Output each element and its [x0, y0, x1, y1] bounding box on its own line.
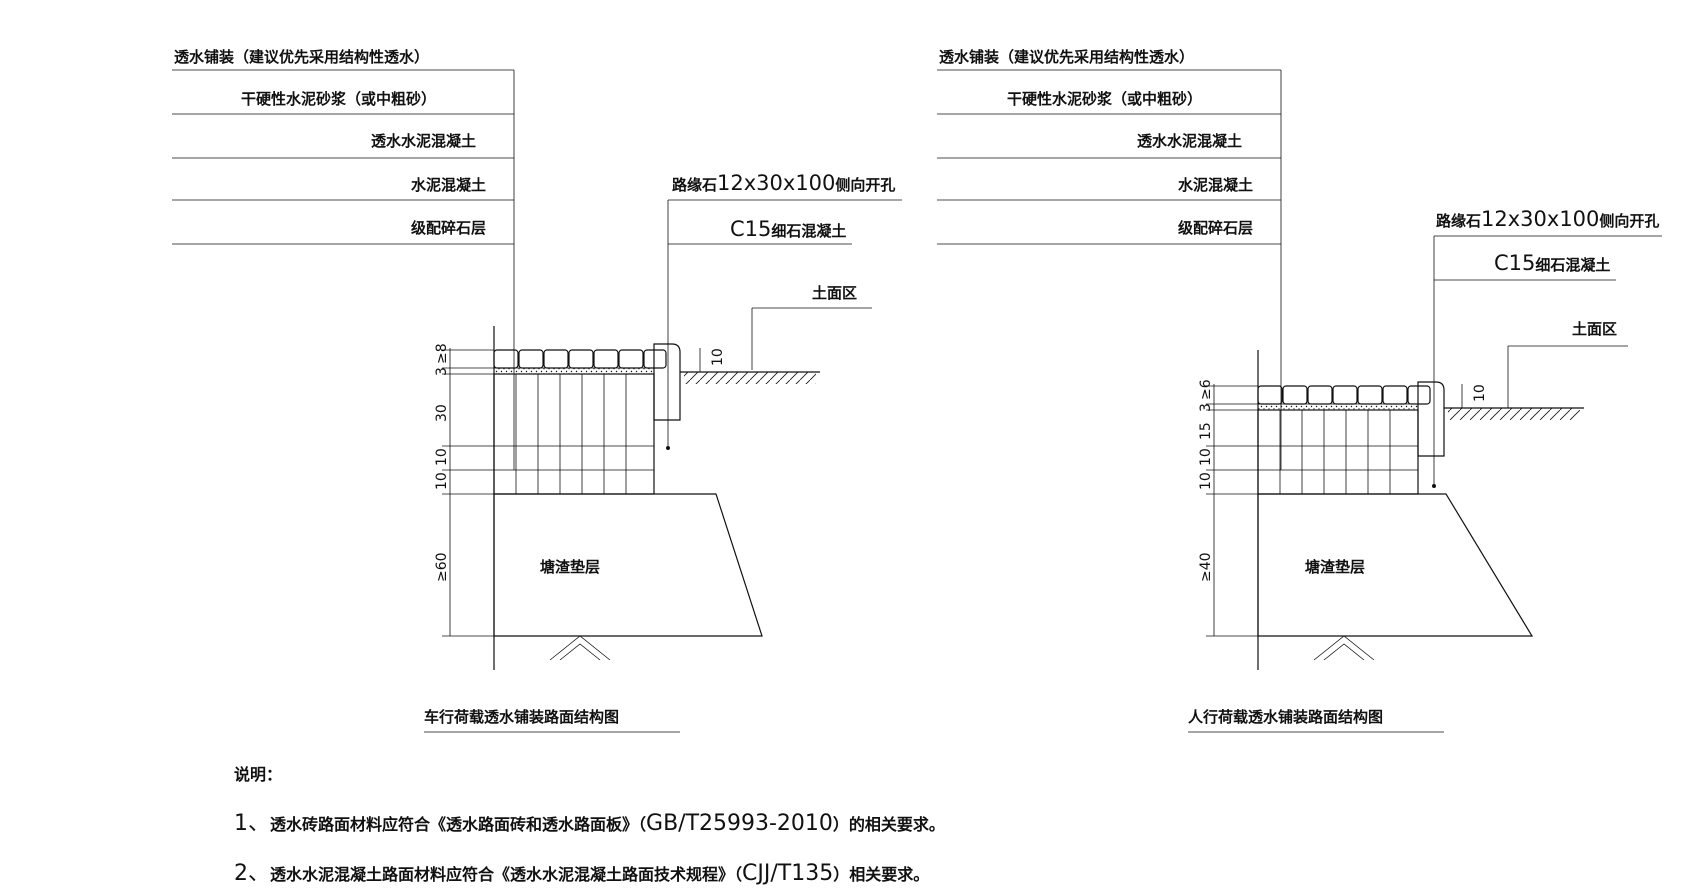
- left-label-paving: 透水铺装（建议优先采用结构性透水）: [174, 48, 429, 66]
- left-base-label: 塘渣垫层: [540, 558, 600, 576]
- note-1: 1、透水砖路面材料应符合《透水路面砖和透水路面板》（GB/T25993-2010…: [234, 811, 945, 836]
- right-label-soil: 土面区: [1572, 320, 1617, 338]
- right-dim-10b: 10: [1198, 472, 1214, 490]
- right-base-label: 塘渣垫层: [1305, 558, 1365, 576]
- right-diagram: 透水铺装（建议优先采用结构性透水） 干硬性水泥砂浆（或中粗砂） 透水水泥混凝土 …: [937, 48, 1662, 733]
- right-dim-3: 3: [1198, 403, 1214, 412]
- left-dim-8: ≥8: [434, 343, 450, 364]
- left-diagram: 透水铺装（建议优先采用结构性透水） 干硬性水泥砂浆（或中粗砂） 透水水泥混凝土 …: [172, 48, 902, 733]
- right-title: 人行荷载透水铺装路面结构图: [1188, 708, 1383, 726]
- right-dimension-chain: [1206, 384, 1258, 637]
- left-dim-right: 10: [710, 348, 726, 366]
- right-label-mortar: 干硬性水泥砂浆（或中粗砂）: [1007, 90, 1202, 108]
- left-title: 车行荷载透水铺装路面结构图: [424, 708, 619, 726]
- left-dim-60: ≥60: [434, 552, 450, 582]
- right-label-cement-concrete: 水泥混凝土: [1178, 176, 1253, 194]
- left-label-c15: C15细石混凝土: [730, 217, 846, 241]
- left-dim-10a: 10: [434, 448, 450, 466]
- right-dim-right: 10: [1472, 384, 1488, 402]
- right-label-pervious-concrete: 透水水泥混凝土: [1137, 132, 1242, 150]
- right-dim-15: 15: [1198, 422, 1214, 440]
- notes-heading: 说明：: [234, 765, 282, 784]
- right-grid-lines: [1258, 410, 1418, 494]
- right-dim-40: ≥40: [1198, 552, 1214, 582]
- left-label-soil: 土面区: [812, 284, 857, 302]
- left-paver-row: [493, 349, 667, 369]
- notes-section: 说明： 1、透水砖路面材料应符合《透水路面砖和透水路面板》（GB/T25993-…: [234, 765, 945, 886]
- left-dim-30: 30: [434, 404, 450, 422]
- left-grid-lines: [494, 374, 654, 494]
- right-dim-6: ≥6: [1198, 379, 1214, 400]
- left-dim-10b: 10: [434, 472, 450, 490]
- right-label-paving: 透水铺装（建议优先采用结构性透水）: [939, 48, 1194, 66]
- note-2: 2、透水水泥混凝土路面材料应符合《透水水泥混凝土路面技术规程》（CJJ/T135…: [234, 861, 929, 886]
- left-label-curb: 路缘石12x30x100侧向开孔: [672, 171, 895, 195]
- left-label-graded-gravel: 级配碎石层: [411, 219, 486, 237]
- left-dimension-chain: [442, 348, 494, 637]
- right-paver-row: [1257, 385, 1431, 405]
- right-label-graded-gravel: 级配碎石层: [1178, 219, 1253, 237]
- left-dim-3: 3: [434, 367, 450, 376]
- right-label-c15: C15细石混凝土: [1494, 251, 1610, 275]
- left-label-mortar: 干硬性水泥砂浆（或中粗砂）: [241, 90, 436, 108]
- left-label-lines: [172, 69, 515, 470]
- right-label-curb: 路缘石12x30x100侧向开孔: [1436, 207, 1659, 231]
- right-dim-10a: 10: [1198, 448, 1214, 466]
- left-label-cement-concrete: 水泥混凝土: [411, 176, 486, 194]
- left-label-pervious-concrete: 透水水泥混凝土: [371, 132, 476, 150]
